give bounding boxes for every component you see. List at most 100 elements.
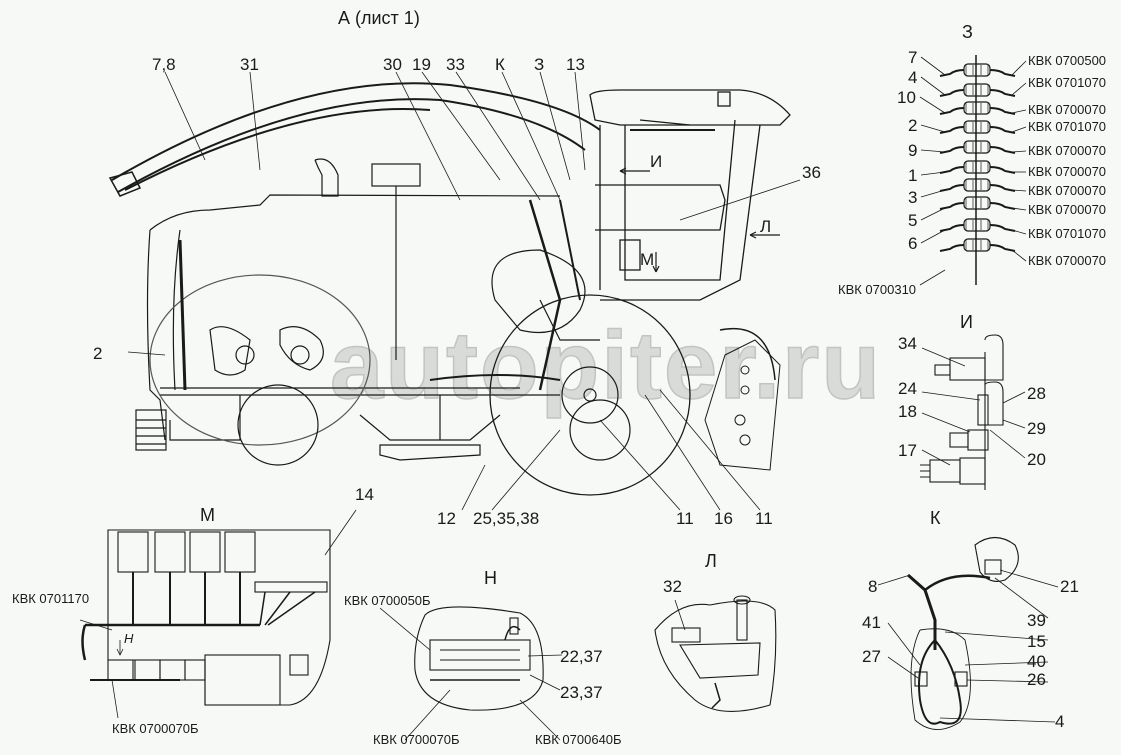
callout-k: К — [495, 55, 505, 74]
callout-12: 12 — [437, 509, 456, 528]
leader-line — [920, 171, 946, 176]
detail-n-label-kvk-0700070b: КВК 0700070Б — [373, 732, 460, 747]
discharge-spout — [108, 82, 601, 197]
leader-line — [919, 96, 946, 114]
detail-i-label-29: 29 — [1027, 419, 1046, 438]
detail-k-label-40: 40 — [1027, 652, 1046, 671]
callout-25-35-38: 25,35,38 — [473, 509, 540, 528]
detail-z-left-label: 6 — [908, 234, 918, 253]
detail-k-title: К — [930, 508, 941, 528]
detail-n-label-22-37: 22,37 — [560, 647, 603, 666]
detail-l-label-32: 32 — [663, 577, 682, 596]
detail-k-label-26: 26 — [1027, 670, 1046, 689]
detail-k-label-21: 21 — [1060, 577, 1079, 596]
detail-i-label-18: 18 — [898, 402, 917, 421]
callout-z: З — [534, 55, 545, 74]
detail-z-right-label: КВК 0700500 — [1028, 53, 1107, 68]
detail-z-right-label: КВК 0700070 — [1028, 164, 1107, 179]
detail-n-label-kvk-0700640b: КВК 0700640Б — [535, 732, 622, 747]
detail-z-right-label: КВК 0701070 — [1028, 119, 1107, 134]
detail-m-label-kvk-0701170: КВК 0701170 — [12, 591, 90, 606]
leader-line — [1011, 249, 1027, 262]
leader-line — [1011, 82, 1027, 96]
detail-z-right-label: КВК 0700070 — [1028, 183, 1107, 198]
leader-line — [920, 189, 946, 198]
detail-k-harness — [877, 536, 1059, 730]
connector-pair — [939, 178, 1016, 192]
detail-i-label-34: 34 — [898, 334, 917, 353]
callout-36: 36 — [802, 163, 821, 182]
detail-k-label-41: 41 — [862, 613, 881, 632]
callout-11-b: 11 — [755, 509, 773, 528]
detail-i-label-20: 20 — [1027, 450, 1046, 469]
detail-n-title: Н — [484, 568, 497, 588]
watermark: autopiter.ru — [329, 312, 883, 419]
detail-i-label-24: 24 — [898, 379, 917, 398]
view-arrow-l-label: Л — [760, 217, 772, 236]
callout-30: 30 — [383, 55, 402, 74]
detail-n-terminal-block — [379, 606, 563, 741]
connector-pair — [939, 196, 1016, 210]
detail-k-label-4: 4 — [1055, 712, 1065, 731]
callout-7-8: 7,8 — [152, 55, 176, 74]
leader-line — [920, 76, 946, 96]
detail-z-title: З — [962, 22, 973, 42]
detail-z-left-label: 3 — [908, 188, 918, 207]
connector-pair — [939, 140, 1016, 154]
detail-z-left-label: 1 — [908, 166, 918, 185]
detail-m-title: М — [200, 505, 215, 525]
detail-k-label-15: 15 — [1027, 632, 1046, 651]
detail-i-title: И — [960, 312, 973, 332]
callout-13: 13 — [566, 55, 585, 74]
main-harvester-view — [108, 71, 801, 511]
leader-line — [920, 56, 946, 76]
view-arrow-i-label: И — [650, 152, 663, 171]
leader-line — [920, 229, 946, 244]
detail-z-left-label: 4 — [908, 68, 918, 87]
detail-n-label-23-37: 23,37 — [560, 683, 603, 702]
detail-z-bottom-label: КВК 0700310 — [838, 282, 917, 297]
callout-2: 2 — [93, 344, 103, 363]
detail-z-left-label: 9 — [908, 141, 918, 160]
detail-z-left-label: 7 — [908, 48, 918, 67]
side-control-panel — [704, 327, 781, 471]
detail-l-washer-tank — [654, 595, 777, 712]
detail-m-label-kvk-0700070b: КВК 0700070Б — [112, 721, 199, 736]
callout-leaders — [127, 71, 801, 511]
detail-m-panel — [79, 509, 357, 719]
detail-i-label-28: 28 — [1027, 384, 1046, 403]
callout-31: 31 — [240, 55, 259, 74]
leader-line — [1011, 126, 1027, 133]
leader-line — [920, 207, 946, 221]
view-arrow-m-label: М — [640, 250, 655, 269]
harvester-body — [135, 158, 691, 496]
detail-z-right-label: КВК 0700070 — [1028, 143, 1107, 158]
detail-z-right-label: КВК 0700070 — [1028, 253, 1107, 268]
callout-19: 19 — [412, 55, 431, 74]
detail-n-label-kvk-0700050b: КВК 0700050Б — [344, 593, 431, 608]
detail-k-label-39: 39 — [1027, 611, 1046, 630]
leader-line — [1011, 109, 1027, 114]
detail-m-view-arrow-n: Н — [124, 631, 134, 646]
leader-line — [1011, 150, 1027, 153]
detail-z-left-label: 5 — [908, 211, 918, 230]
connector-pair — [939, 218, 1016, 232]
leader-line — [1011, 207, 1027, 211]
detail-l-title: Л — [705, 551, 717, 571]
detail-k-label-8: 8 — [868, 577, 878, 596]
detail-i-switches — [920, 334, 1026, 490]
detail-i-label-17: 17 — [898, 441, 917, 460]
connector-pair — [939, 120, 1016, 134]
connector-pair — [939, 160, 1016, 174]
leader-line — [1011, 189, 1027, 192]
detail-z-right-label: КВК 0700070 — [1028, 202, 1107, 217]
connector-pair — [939, 238, 1016, 252]
callout-16: 16 — [714, 509, 733, 528]
detail-z-right-label: КВК 0700070 — [1028, 102, 1107, 117]
leader-line — [920, 149, 946, 153]
connector-pair — [939, 83, 1016, 97]
operator-cab — [589, 89, 791, 301]
detail-k-label-27: 27 — [862, 647, 881, 666]
detail-z-left-label: 10 — [897, 88, 916, 107]
